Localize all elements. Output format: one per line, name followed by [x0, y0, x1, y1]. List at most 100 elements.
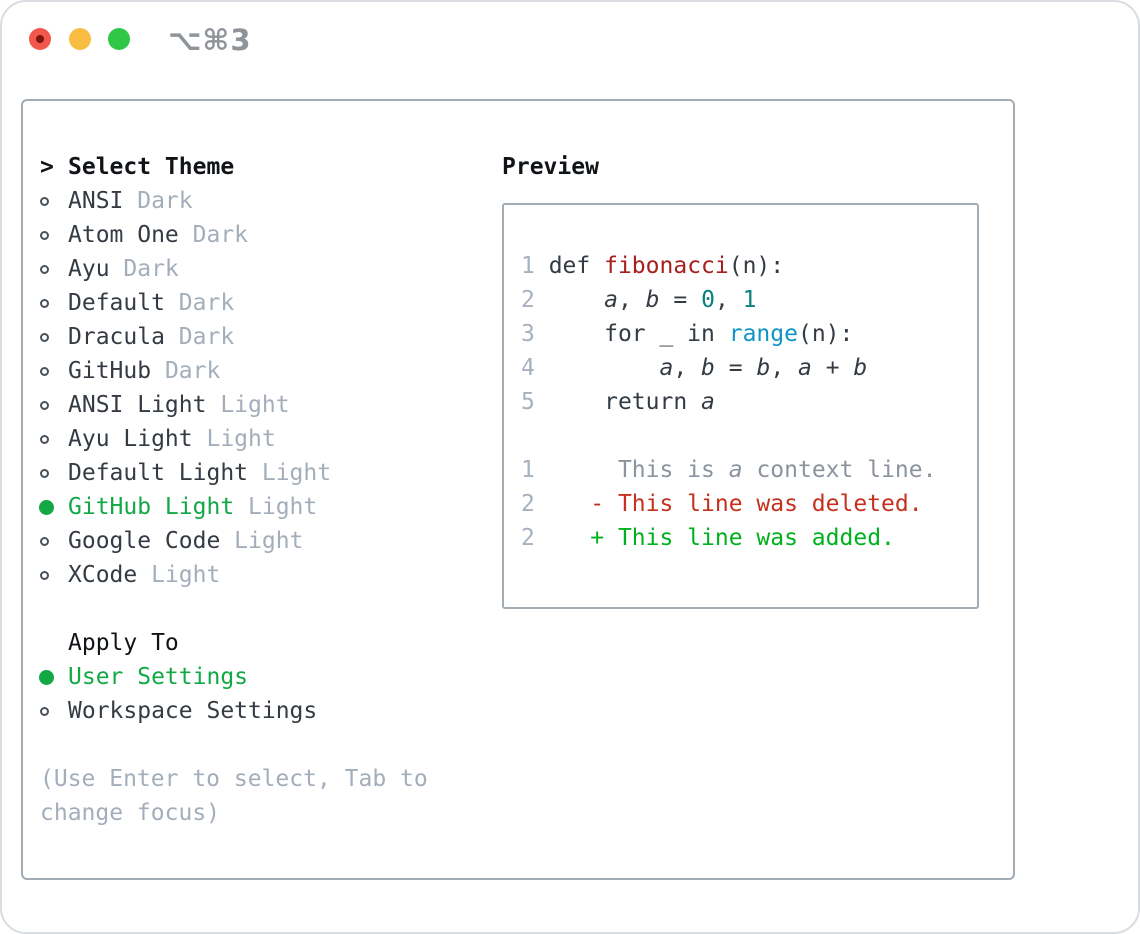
code-token-plain: = — [714, 355, 757, 381]
minimize-button[interactable] — [69, 28, 91, 50]
code-token-var: a — [604, 287, 618, 313]
code-token-add: + This line was added. — [534, 525, 895, 551]
theme-option[interactable]: XCode Light — [40, 558, 495, 592]
line-number: 2 — [521, 287, 535, 313]
theme-option-label: GitHub — [68, 358, 152, 384]
theme-option[interactable]: Default Light Light — [40, 456, 495, 490]
window-title: ⌥⌘3 — [168, 23, 252, 57]
apply-option-label: User Settings — [68, 664, 249, 690]
code-token-var: a — [798, 355, 812, 381]
radio-unselected-icon — [40, 196, 68, 206]
code-line: 2 - This line was deleted. — [521, 491, 977, 525]
theme-variant-label: Dark — [137, 188, 193, 214]
spacer — [40, 592, 495, 626]
theme-option[interactable]: Ayu Light Light — [40, 422, 495, 456]
theme-variant-label: Dark — [164, 358, 221, 384]
code-line: 2 a, b = 0, 1 — [521, 287, 977, 321]
radio-unselected-icon — [40, 264, 68, 274]
line-number: 4 — [521, 355, 535, 381]
theme-option-label: ANSI — [68, 188, 124, 214]
theme-variant-label: Light — [206, 426, 276, 452]
radio-unselected-icon — [40, 468, 68, 478]
line-number: 1 — [521, 253, 535, 279]
zoom-button[interactable] — [108, 28, 130, 50]
select-theme-header: Select Theme — [68, 154, 235, 180]
code-token-var: b — [756, 355, 771, 381]
theme-option-label: Atom One — [68, 222, 179, 248]
theme-option-label: ANSI Light — [68, 392, 207, 418]
theme-option[interactable]: ANSI Dark — [40, 184, 495, 218]
code-token-var: b — [645, 287, 660, 313]
code-token-var: a — [701, 389, 715, 415]
line-number: 1 — [521, 457, 535, 483]
apply-to-header: Apply To — [68, 630, 179, 656]
preview-header: Preview — [502, 154, 599, 180]
code-token-plain: + — [811, 355, 854, 381]
theme-option-label: Ayu — [68, 256, 110, 282]
spacer — [40, 728, 495, 762]
radio-unselected-icon — [40, 332, 68, 342]
theme-option-label: XCode — [68, 562, 138, 588]
theme-variant-label: Dark — [178, 290, 235, 316]
code-line: 3 for _ in range(n): — [521, 321, 977, 355]
code-line: 2 + This line was added. — [521, 525, 977, 559]
theme-option[interactable]: Atom One Dark — [40, 218, 495, 252]
select-theme-header-row: > Select Theme — [40, 150, 495, 184]
radio-selected-icon — [39, 499, 68, 515]
theme-option-label: GitHub Light — [68, 494, 235, 520]
code-line: 4 a, b = b, a + b — [521, 355, 977, 389]
theme-variant-label: Light — [151, 562, 221, 588]
code-line: 5 return a — [521, 389, 977, 423]
code-token-plain: (n): — [728, 253, 785, 279]
theme-option[interactable]: Google Code Light — [40, 524, 495, 558]
code-token-plain: for _ in — [534, 321, 729, 347]
radio-unselected-icon — [40, 706, 68, 716]
code-token-plain — [535, 287, 604, 313]
radio-unselected-icon — [40, 536, 68, 546]
theme-variant-label: Dark — [192, 222, 249, 248]
line-number: 5 — [521, 389, 535, 415]
line-number: 2 — [521, 491, 535, 517]
radio-unselected-icon — [40, 298, 68, 308]
code-token-plain: , — [673, 355, 702, 381]
line-number: 2 — [521, 525, 535, 551]
code-token-plain: , — [770, 355, 799, 381]
code-token-func: fibonacci — [604, 253, 729, 279]
theme-option-label: Default Light — [68, 460, 249, 486]
apply-option[interactable]: Workspace Settings — [40, 694, 495, 728]
close-button[interactable] — [29, 28, 51, 50]
code-token-var: a — [659, 355, 674, 381]
theme-option[interactable]: Dracula Dark — [40, 320, 495, 354]
code-token-plain: , — [617, 287, 646, 313]
code-token-var: b — [701, 355, 715, 381]
radio-unselected-icon — [40, 230, 68, 240]
theme-option-label: Ayu Light — [68, 426, 193, 452]
code-token-plain: def — [534, 253, 605, 279]
code-token-ctxvar: a — [728, 457, 743, 483]
theme-option[interactable]: Default Dark — [40, 286, 495, 320]
theme-variant-label: Light — [234, 528, 304, 554]
radio-unselected-icon — [40, 366, 68, 376]
theme-variant-label: Light — [248, 494, 318, 520]
theme-option-label: Google Code — [68, 528, 221, 554]
code-token-plain — [535, 355, 660, 381]
code-token-ctx: context line. — [742, 457, 937, 483]
titlebar: ⌥⌘3 — [2, 2, 1138, 99]
radio-selected-icon — [39, 669, 68, 685]
theme-option[interactable]: GitHub Light Light — [39, 490, 495, 524]
code-token-num: 0 — [701, 287, 715, 313]
prompt-icon: > — [40, 154, 54, 180]
theme-option-label: Dracula — [68, 324, 165, 350]
theme-option[interactable]: GitHub Dark — [40, 354, 495, 388]
radio-unselected-icon — [40, 434, 68, 444]
apply-option-label: Workspace Settings — [68, 698, 318, 724]
code-line: 1 This is a context line. — [521, 457, 977, 491]
code-token-plain: (n): — [797, 321, 854, 347]
theme-option-label: Default — [68, 290, 165, 316]
theme-variant-label: Light — [261, 460, 332, 486]
apply-option[interactable]: User Settings — [39, 660, 495, 694]
theme-variant-label: Dark — [178, 324, 235, 350]
